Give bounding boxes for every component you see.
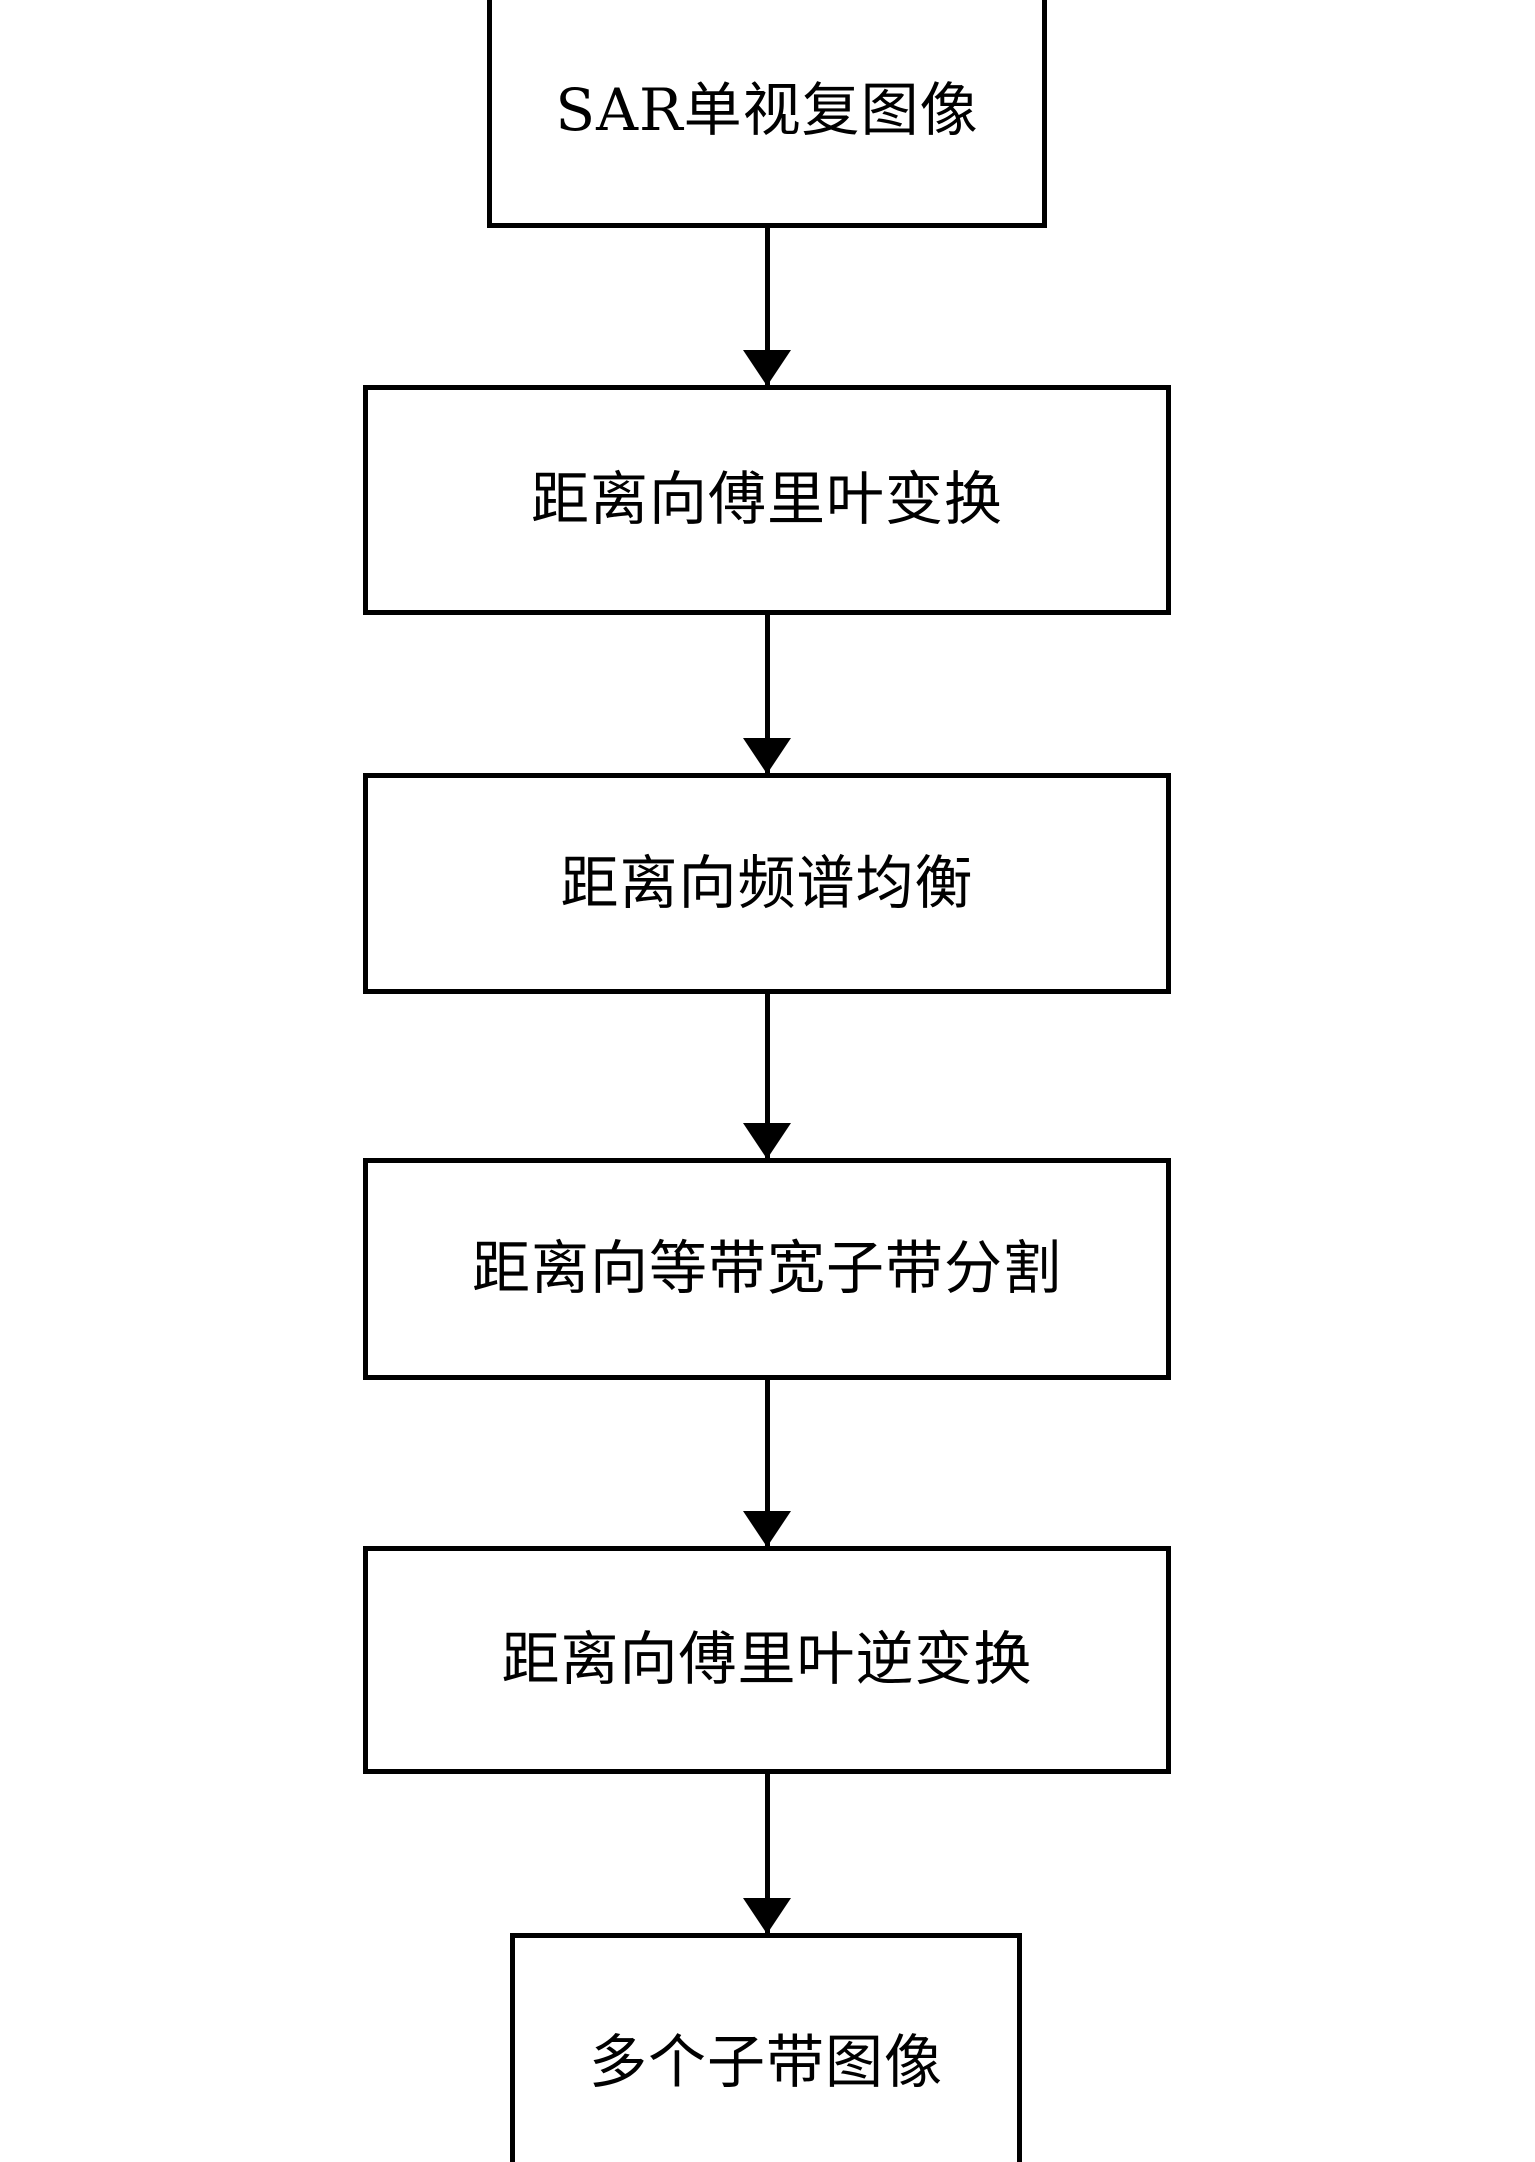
arrowhead-down-icon [743, 1511, 791, 1547]
flowchart-node-range-inverse-fourier-transform[interactable]: 距离向傅里叶逆变换 [363, 1546, 1171, 1774]
flow-arrow-5 [743, 1774, 791, 1934]
flowchart-node-range-fourier-transform[interactable]: 距离向傅里叶变换 [363, 385, 1171, 615]
flowchart-node-multiple-subband-images[interactable]: 多个子带图像 [510, 1933, 1022, 2162]
flow-arrow-4 [743, 1380, 791, 1547]
flowchart-node-equal-bandwidth-subband-split[interactable]: 距离向等带宽子带分割 [363, 1158, 1171, 1380]
flowchart-node-sar-slc[interactable]: SAR单视复图像 [487, 0, 1047, 228]
arrow-shaft [764, 228, 770, 386]
node-label: 距离向等带宽子带分割 [471, 1234, 1062, 1303]
node-label: 距离向傅里叶变换 [530, 465, 1003, 534]
node-label: 距离向频谱均衡 [560, 848, 974, 917]
arrow-shaft [764, 1774, 770, 1934]
node-label: 多个子带图像 [588, 2028, 943, 2097]
arrowhead-down-icon [743, 1898, 791, 1934]
flowchart-node-range-spectrum-equalization[interactable]: 距离向频谱均衡 [363, 773, 1171, 994]
arrow-shaft [764, 994, 770, 1159]
arrowhead-down-icon [743, 738, 791, 774]
arrowhead-down-icon [743, 1123, 791, 1159]
node-label: SAR单视复图像 [555, 76, 979, 145]
arrow-shaft [764, 1380, 770, 1547]
arrowhead-down-icon [743, 350, 791, 386]
node-label: 距离向傅里叶逆变换 [501, 1625, 1033, 1694]
arrow-shaft [764, 615, 770, 774]
flow-arrow-1 [743, 228, 791, 386]
flow-arrow-3 [743, 994, 791, 1159]
flow-arrow-2 [743, 615, 791, 774]
